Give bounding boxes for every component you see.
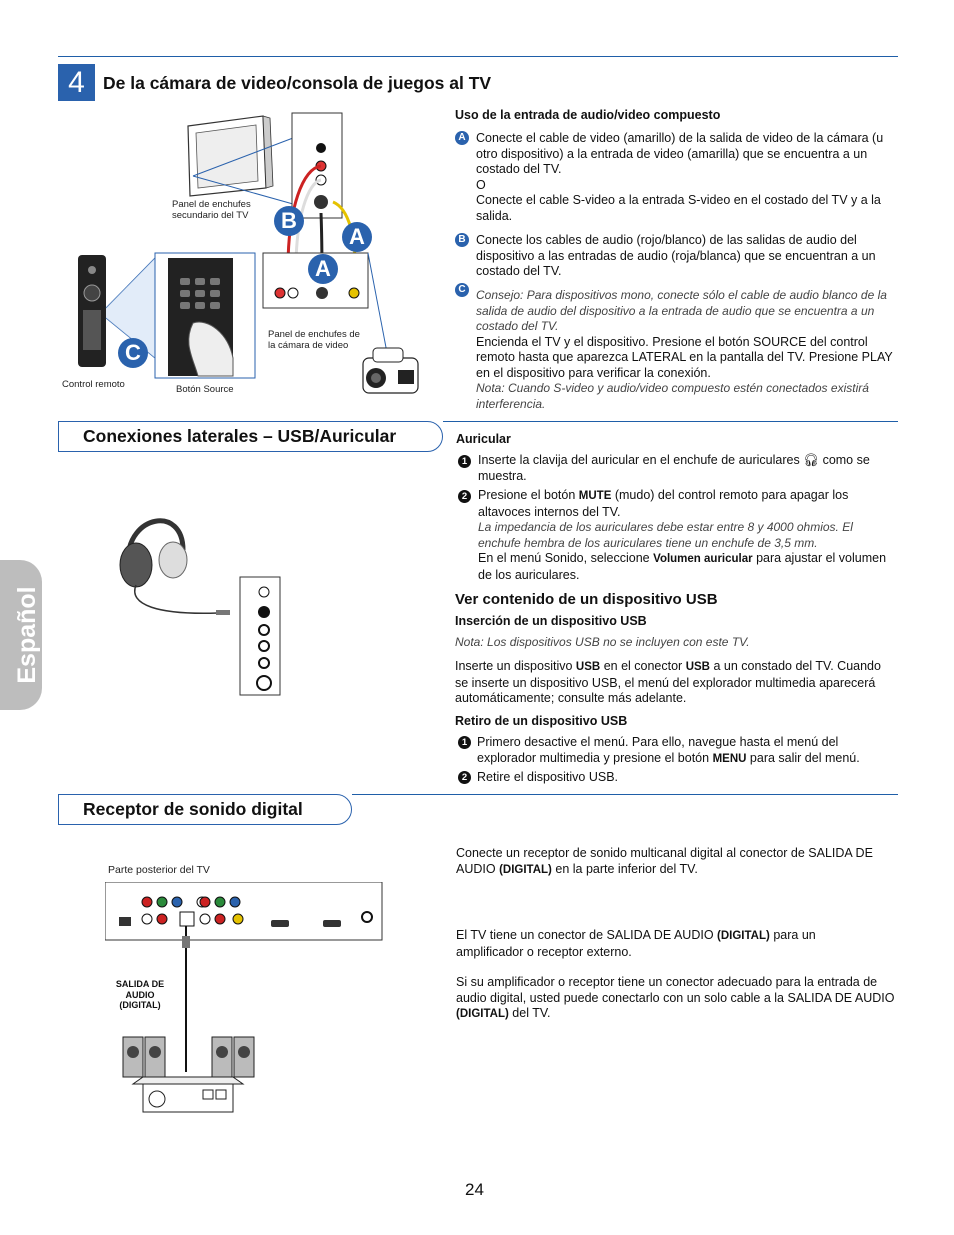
digital-p2-text-b: para un amplificador o receptor externo. — [456, 928, 816, 959]
section-title: De la cámara de video/consola de juegos … — [103, 73, 492, 93]
digital-p2-bold: (DIGITAL) — [717, 930, 770, 942]
speakers-illustration — [122, 1036, 255, 1078]
step2-text-c-end: para ajustar el volumen de los auricular… — [478, 551, 887, 582]
digital-paragraph-1: Conecte un receptor de sonido multicanal… — [456, 846, 886, 878]
digital-p1-text-a: Conecte un receptor de sonido multicanal… — [456, 846, 873, 876]
retiro-text-1b: para salir del menú. — [749, 750, 860, 765]
page-number: 24 — [465, 1180, 484, 1199]
letter-c-marker: C — [118, 338, 148, 368]
label-parte-posterior: Parte posterior del TV — [108, 864, 210, 876]
digital-p3-bold: (DIGITAL) — [456, 1008, 509, 1020]
retiro-step-1-number: 1 — [458, 736, 471, 749]
digital-paragraph-3: Si su amplificador o receptor tiene un c… — [456, 975, 898, 1023]
step-1-number: 1 — [458, 455, 471, 468]
language-side-label: Español — [13, 586, 41, 684]
insercion-title: Inserción de un dispositivo USB — [455, 614, 647, 628]
mute-label: MUTE — [578, 490, 612, 502]
retiro-step-1: Primero desactive el menú. Para ello, na… — [477, 735, 897, 767]
insercion-text-1: Inserte un dispositivo — [455, 659, 573, 673]
digital-rule — [352, 794, 898, 795]
digital-p3-text-b: del TV. — [512, 1006, 551, 1020]
insercion-paragraph: Inserte un dispositivo USB en el conecto… — [455, 659, 895, 707]
item-a-text: Conecte el cable de video (amarillo) de … — [476, 131, 898, 224]
camera-connection-diagram — [78, 112, 419, 394]
label-panel-secundario: Panel de enchufes secundario del TV — [172, 199, 251, 221]
usb-word-2: USB — [685, 661, 710, 673]
label-boton-source: Botón Source — [176, 384, 234, 395]
badge-b: B — [455, 233, 469, 247]
label-control-remoto: Control remoto — [62, 379, 125, 390]
menu-label: MENU — [712, 752, 747, 765]
step2-text-a: Presione el botón — [478, 488, 576, 502]
tv-illustration — [187, 115, 294, 205]
digital-p2-text-a: El TV tiene un conector de SALIDA DE AUD… — [456, 928, 714, 942]
receiver-illustration — [131, 1076, 245, 1113]
digital-section-title: Receptor de sonido digital — [58, 794, 352, 825]
step2-text-b: (mudo) del control remoto para apagar lo… — [478, 488, 849, 519]
label-salida-digital: SALIDA DE AUDIO (DIGITAL) — [115, 979, 165, 1010]
item-a-or: O — [476, 177, 486, 192]
item-c-tip: Consejo: Para dispositivos mono, conecte… — [476, 288, 887, 333]
digital-paragraph-2: El TV tiene un conector de SALIDA DE AUD… — [456, 928, 816, 960]
retiro-title: Retiro de un dispositivo USB — [455, 714, 628, 728]
headphone-jack-icon: 🎧︎ — [803, 453, 820, 467]
item-b-text: Conecte los cables de audio (rojo/blanco… — [476, 233, 876, 278]
usb-heading: Ver contenido de un dispositivo USB — [455, 591, 718, 608]
step1-text-a: Inserte la clavija del auricular en el e… — [478, 453, 800, 467]
badge-a: A — [455, 131, 469, 145]
insercion-text-2: en el conector — [603, 659, 683, 673]
impedance-note: La impedancia de los auriculares debe es… — [478, 520, 853, 550]
language-side-tab — [0, 560, 42, 710]
insercion-note: Nota: Los dispositivos USB no se incluye… — [455, 635, 750, 649]
composite-subtitle: Uso de la entrada de audio/video compues… — [455, 108, 721, 122]
letter-b-marker: B — [274, 206, 304, 236]
step1-text-b: como se muestra. — [478, 453, 870, 483]
usb-rule — [443, 421, 898, 422]
item-a-paragraph-1: Conecte el cable de video (amarillo) de … — [476, 131, 884, 176]
section-number: 4 — [58, 64, 95, 101]
digital-p3-text-a: Si su amplificador o receptor tiene un c… — [456, 975, 895, 1005]
retiro-step-2-number: 2 — [458, 771, 471, 784]
retiro-text-1a: Primero desactive el menú. Para ello, na… — [477, 735, 839, 765]
letter-a-marker-2: A — [308, 254, 338, 284]
usb-section-title: Conexiones laterales – USB/Auricular — [58, 421, 443, 452]
insercion-text-3: a un constado del TV. Cuando se inserte … — [455, 659, 881, 705]
badge-c: C — [455, 283, 469, 297]
digital-p1-bold: (DIGITAL) — [499, 863, 552, 876]
headphone-diagram — [119, 518, 281, 696]
remote-control-illustration — [78, 255, 106, 367]
auricular-step-2: Presione el botón MUTE (mudo) del contro… — [478, 488, 898, 583]
usb-word-1: USB — [575, 661, 601, 673]
item-c-body: Encienda el TV y el dispositivo. Presion… — [476, 334, 893, 380]
video-camera-illustration — [362, 347, 419, 394]
auricular-title: Auricular — [456, 432, 511, 446]
letter-a-marker: A — [342, 222, 372, 252]
label-panel-camara: Panel de enchufes de la cámara de video — [268, 329, 360, 351]
step2-text-c: En el menú Sonido, seleccione — [478, 551, 650, 565]
auricular-step-1: Inserte la clavija del auricular en el e… — [478, 453, 898, 484]
headphones-illustration — [119, 518, 188, 588]
item-c-text: Consejo: Para dispositivos mono, conecte… — [476, 288, 900, 412]
digital-audio-diagram — [105, 882, 383, 1113]
retiro-step-2: Retire el dispositivo USB. — [477, 770, 619, 784]
digital-p1-text-b: en la parte inferior del TV. — [555, 861, 698, 876]
item-a-paragraph-2: Conecte el cable S-video a la entrada S-… — [476, 193, 881, 223]
volumen-auricular-label: Volumen auricular — [653, 553, 753, 565]
top-rule — [58, 56, 898, 57]
item-c-note: Nota: Cuando S-video y audio/video compu… — [476, 381, 869, 411]
step-2-number: 2 — [458, 490, 471, 503]
